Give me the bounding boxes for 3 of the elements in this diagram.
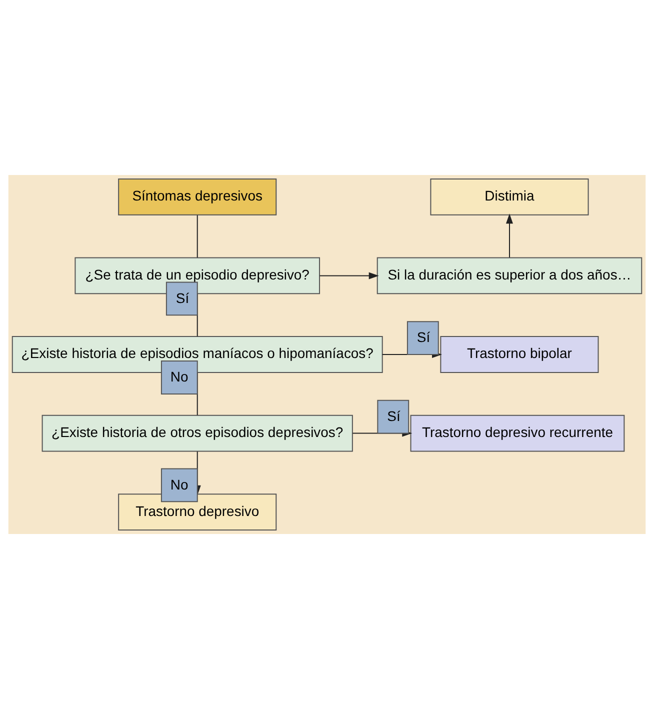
edge-label: Sí — [416, 328, 430, 345]
edge-label: Sí — [387, 408, 400, 424]
edge-label: No — [170, 476, 188, 492]
